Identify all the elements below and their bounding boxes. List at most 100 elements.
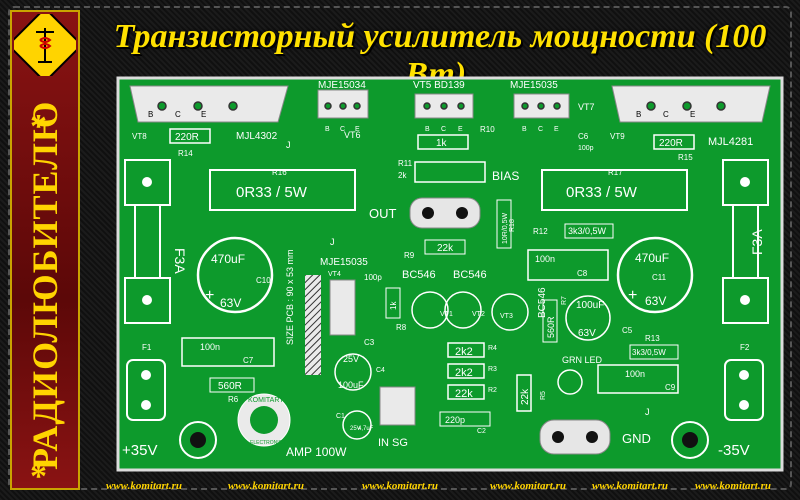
footer-url-1[interactable]: www.komitart.ru: [106, 480, 183, 492]
c7-capacitor: [181, 337, 275, 367]
c9-label: C9: [665, 383, 676, 392]
grn-led-label: GRN LED: [562, 355, 603, 365]
c4-capacitor: [334, 353, 372, 391]
out-terminal: [409, 197, 481, 229]
b-label: B: [522, 126, 527, 133]
c-label: C: [538, 126, 543, 133]
c11-label: C11: [652, 273, 667, 282]
r18-resistor: [496, 199, 512, 249]
r6-resistor: [209, 377, 255, 393]
r16-label: R16: [272, 168, 287, 177]
c10-voltage: 63V: [220, 296, 241, 310]
c7-label: C7: [243, 356, 254, 365]
in-sg-label: IN SG: [378, 437, 408, 449]
c5-label: C5: [622, 326, 633, 335]
r3-value: 2k2: [455, 367, 473, 379]
r5-resistor: [516, 374, 532, 412]
c8-value: 100n: [535, 254, 555, 264]
b-label: B: [148, 110, 153, 119]
input-connector: [379, 386, 416, 426]
komitart-brand2: ELECTRONICS: [250, 440, 286, 446]
vt3-transistor: [491, 293, 529, 331]
c7-value: 100n: [200, 342, 220, 352]
r18-label: R18: [509, 219, 516, 232]
c6-label: C6: [578, 132, 589, 141]
j-label: J: [645, 407, 650, 417]
c1-voltage: 25V: [350, 426, 361, 432]
r13-resistor: [629, 344, 679, 360]
footer-url-5[interactable]: www.komitart.ru: [592, 480, 669, 492]
b-label: B: [636, 110, 641, 119]
c10-label: C10: [256, 276, 271, 285]
c9-value: 100n: [625, 369, 645, 379]
footer-url-6[interactable]: www.komitart.ru: [695, 480, 772, 492]
r13-label: R13: [645, 334, 660, 343]
r5-value: 22k: [520, 388, 531, 405]
komitart-brand: KOMITART: [248, 397, 284, 404]
c11-value: 470uF: [635, 251, 669, 265]
vt2-label: VT2: [472, 311, 485, 318]
e-label: E: [458, 126, 463, 133]
c-label: C: [340, 126, 345, 133]
hatch-block: [305, 275, 321, 375]
c1-value: 4,7uF: [358, 426, 374, 432]
r4-resistor: [447, 342, 485, 358]
c5-capacitor: [565, 295, 611, 341]
c10-value: 470uF: [211, 252, 245, 266]
c3-label: C3: [364, 338, 375, 347]
r7-label: R7: [561, 296, 568, 305]
trimmer-resistor: [417, 134, 469, 150]
r10-label: R10: [480, 125, 495, 134]
r13-value: 3k3/0,5W: [632, 348, 666, 357]
f1-label: F1: [142, 343, 152, 352]
c-label: C: [175, 110, 181, 119]
e-label: E: [355, 126, 360, 133]
fuse-left-body: [134, 204, 161, 279]
mje15034-label: MJE15034: [318, 80, 366, 91]
c10-capacitor: [196, 236, 274, 314]
f2-label: F2: [740, 343, 750, 352]
c1-capacitor: [342, 410, 372, 440]
r12-label: R12: [533, 227, 548, 236]
footer-url-2[interactable]: www.komitart.ru: [228, 480, 305, 492]
r5-label: R5: [540, 391, 547, 400]
c2-capacitor: [439, 411, 491, 427]
r9-label: R9: [404, 251, 415, 260]
vt6-label: VT6: [344, 130, 361, 140]
b-label: B: [425, 126, 430, 133]
amp-label: AMP 100W: [286, 445, 347, 459]
r17-label: R17: [608, 168, 623, 177]
j-label: J: [330, 237, 335, 247]
trimmer-value: 1k: [436, 138, 448, 149]
c4-voltage: 25V: [343, 354, 359, 364]
minus35-terminal: [724, 359, 764, 421]
r17-power-resistor: [541, 169, 688, 211]
bias-pot: [414, 161, 486, 183]
r3-resistor: [447, 363, 485, 379]
c2-label: C2: [477, 428, 486, 435]
footer-url-3[interactable]: www.komitart.ru: [362, 480, 439, 492]
footer-url-4[interactable]: www.komitart.ru: [490, 480, 567, 492]
fuse-holder-right-top: [722, 159, 769, 206]
bc546-right-label: BC546: [453, 269, 487, 281]
r15-label: R15: [678, 153, 693, 162]
stitched-border: [8, 6, 792, 490]
vt4-body: [329, 279, 356, 336]
led-icon: [557, 369, 583, 395]
vt9-label: VT9: [610, 132, 625, 141]
vt1-label: VT1: [440, 311, 453, 318]
r2-resistor: [447, 384, 485, 400]
e-label: E: [554, 126, 559, 133]
star-bottom: *: [30, 458, 47, 495]
e-label: E: [201, 110, 206, 119]
r8-resistor: [385, 287, 401, 319]
size-pcb-label: SIZE PCB : 90 x 53 mm: [285, 249, 295, 345]
minus35-label: -35V: [718, 442, 750, 459]
c4-label: C4: [376, 367, 385, 374]
r14-resistor: [169, 128, 211, 144]
r8-label: R8: [396, 323, 407, 332]
r3-label: R3: [488, 366, 497, 373]
f3a-left-label: F3A: [172, 248, 188, 274]
j-label: J: [286, 140, 291, 150]
